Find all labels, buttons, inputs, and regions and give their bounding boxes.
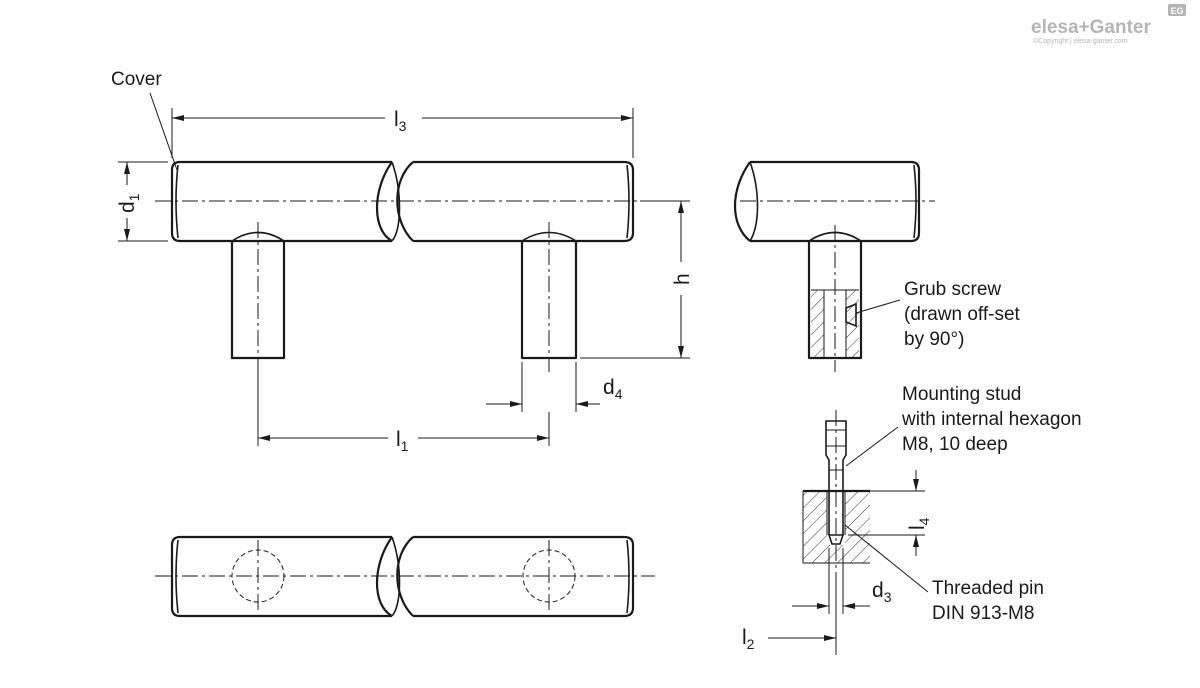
svg-text:l3: l3	[394, 108, 407, 134]
svg-text:d3: d3	[872, 579, 892, 605]
pin-label-1: Threaded pin	[932, 578, 1044, 599]
brand-badge-text: EG	[1170, 6, 1183, 16]
grub-screw-label-2: (drawn off-set	[904, 304, 1021, 325]
svg-text:d1: d1	[116, 193, 142, 213]
svg-text:l4: l4	[906, 517, 932, 530]
dimension-h: h	[580, 200, 694, 359]
top-view	[155, 535, 655, 618]
cover-callout: Cover	[111, 69, 178, 171]
dimension-d3: d3	[792, 548, 892, 614]
svg-text:h: h	[671, 273, 694, 285]
grub-screw-label-3: by 90°)	[904, 329, 964, 350]
stud-label-2: with internal hexagon	[901, 409, 1082, 430]
mounting-stud-callout: Mounting stud with internal hexagon M8, …	[845, 384, 1082, 467]
dimension-l3: l3	[171, 108, 634, 158]
dimension-d1: d1	[116, 161, 168, 242]
threaded-pin-callout: Threaded pin DIN 913-M8	[844, 524, 1044, 624]
front-view	[155, 160, 655, 372]
dimension-l4: l4	[848, 470, 932, 556]
brand-logo: elesa+Ganter EG ©Copyright | elesa-gante…	[1031, 4, 1186, 45]
dimension-d4: d4	[486, 362, 623, 412]
dimension-l1: l1	[257, 372, 550, 454]
side-view	[733, 160, 935, 372]
dimension-l2: l2	[742, 580, 837, 655]
cover-label: Cover	[111, 69, 162, 90]
svg-text:l1: l1	[396, 428, 409, 454]
grub-screw-label-1: Grub screw	[904, 279, 1001, 300]
svg-text:d4: d4	[603, 376, 623, 402]
grub-screw-callout: Grub screw (drawn off-set by 90°)	[855, 279, 1021, 350]
svg-text:elesa+Ganter: elesa+Ganter	[1031, 17, 1152, 38]
svg-text:l2: l2	[742, 626, 755, 652]
stud-label-3: M8, 10 deep	[902, 434, 1008, 455]
brand-badge	[1168, 4, 1186, 16]
pin-label-2: DIN 913-M8	[932, 603, 1034, 624]
mounting-detail	[802, 410, 870, 580]
stud-label-1: Mounting stud	[902, 384, 1021, 405]
brand-copyright: ©Copyright | elesa-ganter.com	[1033, 37, 1128, 45]
